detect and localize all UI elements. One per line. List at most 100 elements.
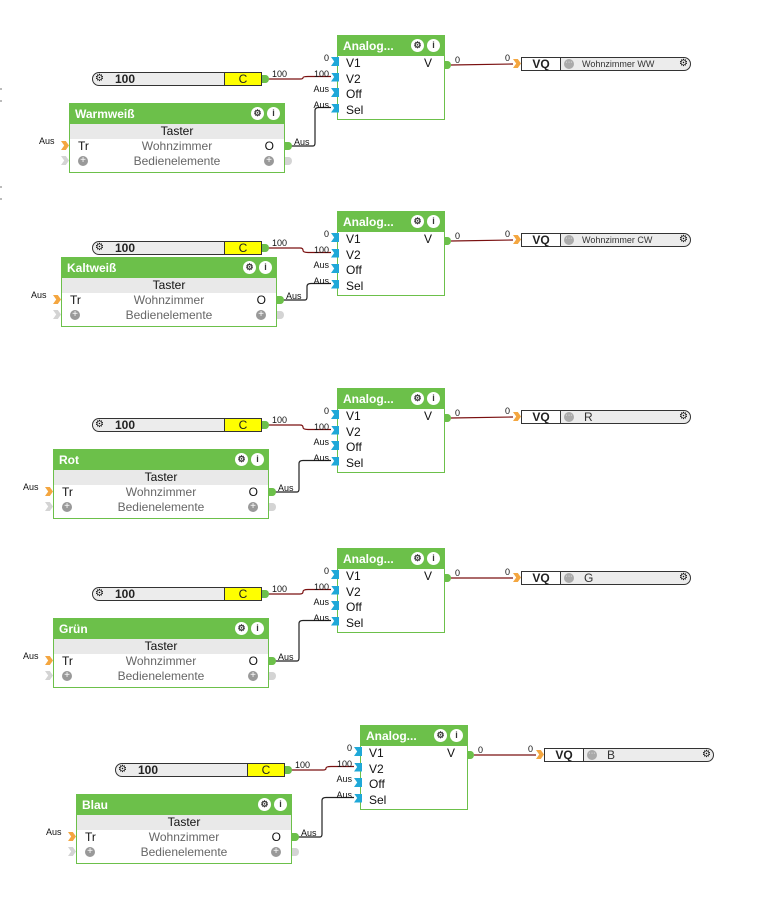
- add-input-icon[interactable]: +: [62, 502, 72, 512]
- analog-output-port[interactable]: [444, 574, 451, 582]
- analog-input-port[interactable]: [331, 264, 339, 273]
- info-icon[interactable]: i: [274, 798, 287, 811]
- analog-input-port[interactable]: [354, 778, 362, 787]
- gear-icon[interactable]: ⚙: [95, 73, 104, 84]
- gear-icon[interactable]: ⚙: [679, 234, 688, 245]
- taster-output-port[interactable]: [269, 657, 276, 665]
- more-icon[interactable]: ···: [564, 573, 574, 583]
- taster-extra-output-port[interactable]: [285, 157, 292, 165]
- taster-header[interactable]: Blau⚙i: [77, 795, 291, 815]
- add-input-icon[interactable]: +: [85, 847, 95, 857]
- taster-input-port[interactable]: [61, 141, 69, 150]
- analog-input-port[interactable]: [331, 233, 339, 242]
- taster-header[interactable]: Warmweiß⚙i: [70, 104, 284, 124]
- vq-input-port[interactable]: [536, 750, 544, 759]
- add-output-icon[interactable]: +: [256, 310, 266, 320]
- analog-output-port[interactable]: [467, 751, 474, 759]
- taster-extra-input-port[interactable]: [53, 310, 61, 319]
- taster-extra-output-port[interactable]: [277, 311, 284, 319]
- more-icon[interactable]: ···: [564, 59, 574, 69]
- analog-input-port[interactable]: [331, 601, 339, 610]
- analog-input-port[interactable]: [331, 585, 339, 595]
- analog-header[interactable]: Analog...⚙i: [361, 726, 467, 746]
- info-icon[interactable]: i: [251, 453, 264, 466]
- gear-icon[interactable]: ⚙: [95, 419, 104, 430]
- gear-icon[interactable]: ⚙: [702, 749, 711, 760]
- constant-output-port[interactable]: [285, 766, 292, 774]
- constant-output-port[interactable]: [262, 590, 269, 598]
- add-output-icon[interactable]: +: [264, 156, 274, 166]
- analog-input-port[interactable]: [354, 793, 362, 803]
- more-icon[interactable]: ···: [587, 750, 597, 760]
- analog-input-port[interactable]: [331, 456, 339, 466]
- gear-icon[interactable]: ⚙: [258, 798, 271, 811]
- taster-output-port[interactable]: [269, 488, 276, 496]
- analog-input-port[interactable]: [331, 88, 339, 97]
- analog-input-port[interactable]: [331, 57, 339, 66]
- vq-input-port[interactable]: [513, 235, 521, 244]
- vq-block[interactable]: VQ···Wohnzimmer WW⚙: [521, 57, 691, 71]
- taster-input-port[interactable]: [53, 295, 61, 304]
- analog-header[interactable]: Analog...⚙i: [338, 36, 444, 56]
- gear-icon[interactable]: ⚙: [434, 729, 447, 742]
- add-input-icon[interactable]: +: [62, 671, 72, 681]
- vq-input-port[interactable]: [513, 412, 521, 421]
- gear-icon[interactable]: ⚙: [411, 215, 424, 228]
- taster-extra-output-port[interactable]: [269, 672, 276, 680]
- more-icon[interactable]: ···: [564, 412, 574, 422]
- analog-input-port[interactable]: [331, 103, 339, 113]
- gear-icon[interactable]: ⚙: [118, 764, 127, 775]
- info-icon[interactable]: i: [427, 39, 440, 52]
- add-output-icon[interactable]: +: [271, 847, 281, 857]
- info-icon[interactable]: i: [251, 622, 264, 635]
- analog-input-port[interactable]: [354, 762, 362, 772]
- taster-output-port[interactable]: [277, 296, 284, 304]
- info-icon[interactable]: i: [450, 729, 463, 742]
- analog-input-port[interactable]: [331, 410, 339, 419]
- gear-icon[interactable]: ⚙: [251, 107, 264, 120]
- info-icon[interactable]: i: [267, 107, 280, 120]
- gear-icon[interactable]: ⚙: [235, 622, 248, 635]
- value-wire[interactable]: [450, 63, 514, 66]
- analog-output-port[interactable]: [444, 237, 451, 245]
- add-input-icon[interactable]: +: [70, 310, 80, 320]
- value-wire[interactable]: [450, 239, 514, 242]
- taster-input-port[interactable]: [45, 656, 53, 665]
- taster-extra-output-port[interactable]: [269, 503, 276, 511]
- gear-icon[interactable]: ⚙: [95, 588, 104, 599]
- taster-extra-input-port[interactable]: [45, 502, 53, 511]
- info-icon[interactable]: i: [259, 261, 272, 274]
- taster-header[interactable]: Kaltweiß⚙i: [62, 258, 276, 278]
- value-wire[interactable]: [450, 416, 514, 419]
- analog-header[interactable]: Analog...⚙i: [338, 549, 444, 569]
- gear-icon[interactable]: ⚙: [243, 261, 256, 274]
- add-output-icon[interactable]: +: [248, 502, 258, 512]
- gear-icon[interactable]: ⚙: [95, 242, 104, 253]
- vq-input-port[interactable]: [513, 59, 521, 68]
- taster-input-port[interactable]: [68, 832, 76, 841]
- gear-icon[interactable]: ⚙: [411, 39, 424, 52]
- vq-block[interactable]: VQ···Wohnzimmer CW⚙: [521, 233, 691, 247]
- add-output-icon[interactable]: +: [248, 671, 258, 681]
- analog-input-port[interactable]: [331, 441, 339, 450]
- taster-output-port[interactable]: [285, 142, 292, 150]
- analog-input-port[interactable]: [331, 248, 339, 258]
- analog-output-port[interactable]: [444, 414, 451, 422]
- gear-icon[interactable]: ⚙: [411, 392, 424, 405]
- vq-block[interactable]: VQ···B⚙: [544, 748, 714, 762]
- constant-output-port[interactable]: [262, 421, 269, 429]
- analog-input-port[interactable]: [331, 570, 339, 579]
